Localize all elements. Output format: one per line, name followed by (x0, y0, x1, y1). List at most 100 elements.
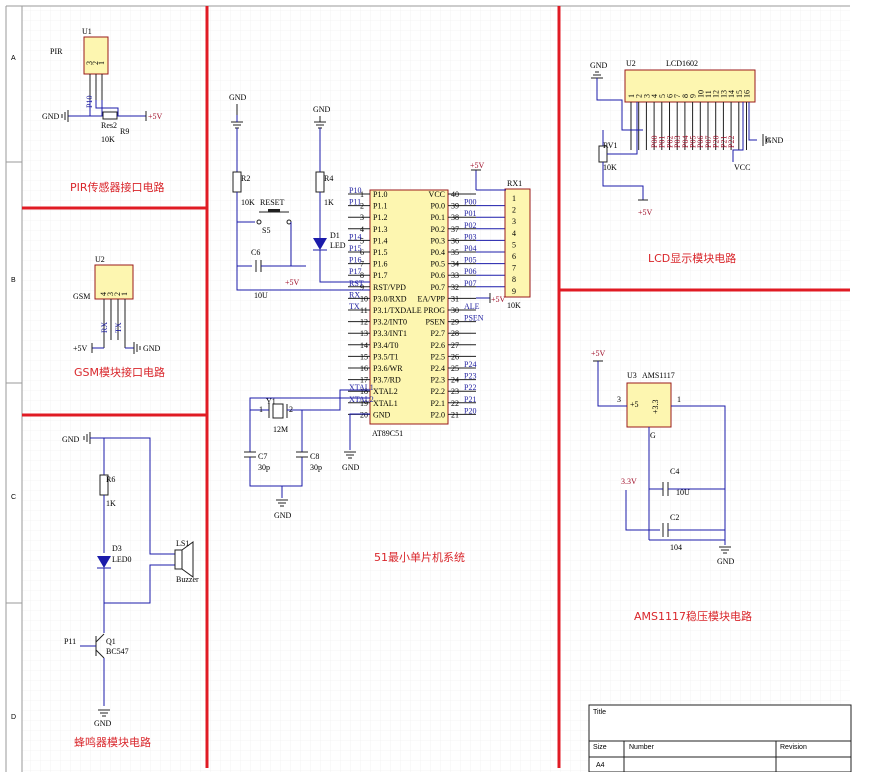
mcu-gnd-xtal: GND (274, 511, 292, 520)
buzzer-d-ref: D3 (112, 544, 122, 553)
lcd-net-label: P01 (658, 136, 667, 148)
mcu-pin-num-right: 38 (451, 213, 459, 222)
mcu-pin-net-left: P15 (349, 244, 361, 253)
mcu-pin-name-right: VCC (429, 190, 445, 199)
mcu-pin-name-left: P1.1 (373, 202, 387, 211)
lcd-module-u2[interactable] (624, 69, 756, 103)
buzzer-ls1[interactable] (174, 549, 183, 570)
lcd-pin-num: 7 (673, 94, 682, 98)
mcu-pin-net-right: P02 (464, 221, 476, 230)
mcu-pin-name-right: P0.3 (431, 236, 445, 245)
mcu-y1-ref: Y1 (266, 397, 276, 406)
lcd-net-label: P22 (727, 136, 736, 148)
mcu-pin-net-left: P14 (349, 232, 361, 241)
mcu-chip-at89c51[interactable] (369, 189, 449, 425)
lcd-pin-num: 12 (712, 90, 721, 98)
mcu-vcc-top: +5V (470, 161, 485, 170)
buzzer-led-d3[interactable] (97, 556, 111, 568)
lcd-ref: U2 (626, 59, 636, 68)
mcu-c6-val: 10U (254, 291, 268, 300)
ams-pin-gnd: G (650, 431, 656, 440)
mcu-pin-num-right: 22 (451, 399, 459, 408)
mcu-gnd-r2: GND (229, 93, 247, 102)
mcu-pin-net-right: P20 (464, 406, 476, 415)
mcu-pin-net-left: RX (349, 290, 360, 299)
mcu-chip-name: AT89C51 (372, 429, 403, 438)
lcd-rv1-ref: RV1 (603, 141, 617, 150)
mcu-reset-ref[interactable]: S5 (262, 226, 270, 235)
mcu-pin-name-left: P3.6/WR (373, 364, 403, 373)
pir-vcc: +5V (148, 112, 163, 121)
ams-ref: U3 (627, 371, 637, 380)
mcu-pin-net-left: P17 (349, 267, 361, 276)
ams-title: AMS1117稳压模块电路 (634, 609, 752, 623)
mcu-pin-num-right: 40 (451, 190, 459, 199)
mcu-pin-name-right: P0.1 (431, 213, 445, 222)
pir-resistor-r9[interactable] (102, 111, 118, 120)
mcu-y1-p2: 2 (289, 405, 293, 414)
ams-pin3: 3 (617, 395, 621, 404)
buzzer-gnd-bot: GND (94, 719, 112, 728)
pir-title: PIR传感器接口电路 (70, 181, 165, 194)
lcd-net-label: P21 (719, 136, 728, 148)
mcu-pin-net-left: P16 (349, 256, 361, 265)
ams-pin-p5: +5 (630, 400, 639, 409)
gsm-name: GSM (73, 292, 90, 301)
lcd-title: LCD显示模块电路 (648, 252, 736, 265)
mcu-resistor-r2[interactable] (232, 171, 242, 193)
pir-sensor-u1[interactable] (83, 36, 109, 75)
mcu-y1-val: 12M (273, 425, 288, 434)
mcu-pin-name-left: P3.0/RXD (373, 294, 407, 303)
mcu-c8-val: 30p (310, 463, 322, 472)
lcd-net-label: P03 (673, 136, 682, 148)
lcd-name: LCD1602 (666, 59, 698, 68)
mcu-crystal-y1[interactable] (272, 403, 284, 419)
titleblock-size-value: A4 (596, 762, 605, 769)
mcu-pin-num-left: 2 (360, 202, 364, 211)
mcu-pin-net-right: P21 (464, 395, 476, 404)
mcu-pin-name-left: RST/VPD (373, 283, 406, 292)
zone-strip: A B C D (5, 5, 850, 772)
mcu-pin-name-left: P3.2/INT0 (373, 318, 407, 327)
rx1-pin-num: 7 (512, 264, 516, 273)
lcd-net-label: P07 (704, 136, 713, 148)
lcd-pin-num: 3 (642, 94, 651, 98)
zone-c: C (11, 494, 16, 501)
gsm-pin2: 2 (113, 292, 122, 296)
lcd-net-label: P02 (665, 136, 674, 148)
mcu-pin-name-right: P0.4 (431, 248, 445, 257)
mcu-pin-num-left: 10 (360, 294, 368, 303)
mcu-pin-net-right: P05 (464, 256, 476, 265)
mcu-rx1-resistor-array[interactable] (504, 188, 531, 298)
mcu-pin-num-right: 36 (451, 236, 459, 245)
mcu-pin-num-left: 19 (360, 399, 368, 408)
lcd-pin-num: 15 (735, 90, 744, 98)
mcu-pin-num-right: 29 (451, 318, 459, 327)
mcu-pin-name-right: P0.6 (431, 271, 445, 280)
mcu-pin-name-left: P3.7/RD (373, 376, 401, 385)
mcu-pin-name-left: P3.4/T0 (373, 341, 399, 350)
buzzer-r-val: 1K (106, 499, 116, 508)
lcd-pin-num: 14 (727, 90, 736, 98)
ams-c2-ref: C2 (670, 513, 679, 522)
lcd-pin-num: 5 (658, 94, 667, 98)
mcu-pin-num-left: 15 (360, 352, 368, 361)
mcu-c8-ref: C8 (310, 452, 319, 461)
ams-regulator-u3[interactable] (626, 382, 672, 428)
titleblock-title: Title (593, 709, 606, 716)
lcd-net-label: P04 (681, 136, 690, 148)
lcd-gnd-right: GND (766, 136, 784, 145)
lcd-pin-num: 4 (650, 94, 659, 98)
mcu-led-d1[interactable] (313, 238, 327, 250)
lcd-vcc-bot: +5V (638, 208, 653, 217)
mcu-pin-num-right: 39 (451, 202, 459, 211)
ams-pin-p33: +3.3 (651, 399, 660, 414)
mcu-pin-net-left: P10 (349, 186, 361, 195)
lcd-net-label: P20 (712, 136, 721, 148)
mcu-resistor-r4[interactable] (315, 171, 325, 193)
mcu-pin-num-right: 32 (451, 283, 459, 292)
rx1-pin-num: 8 (512, 275, 516, 284)
mcu-c7-val: 30p (258, 463, 270, 472)
mcu-pin-num-right: 26 (451, 352, 459, 361)
gsm-module-u2[interactable] (94, 264, 134, 300)
